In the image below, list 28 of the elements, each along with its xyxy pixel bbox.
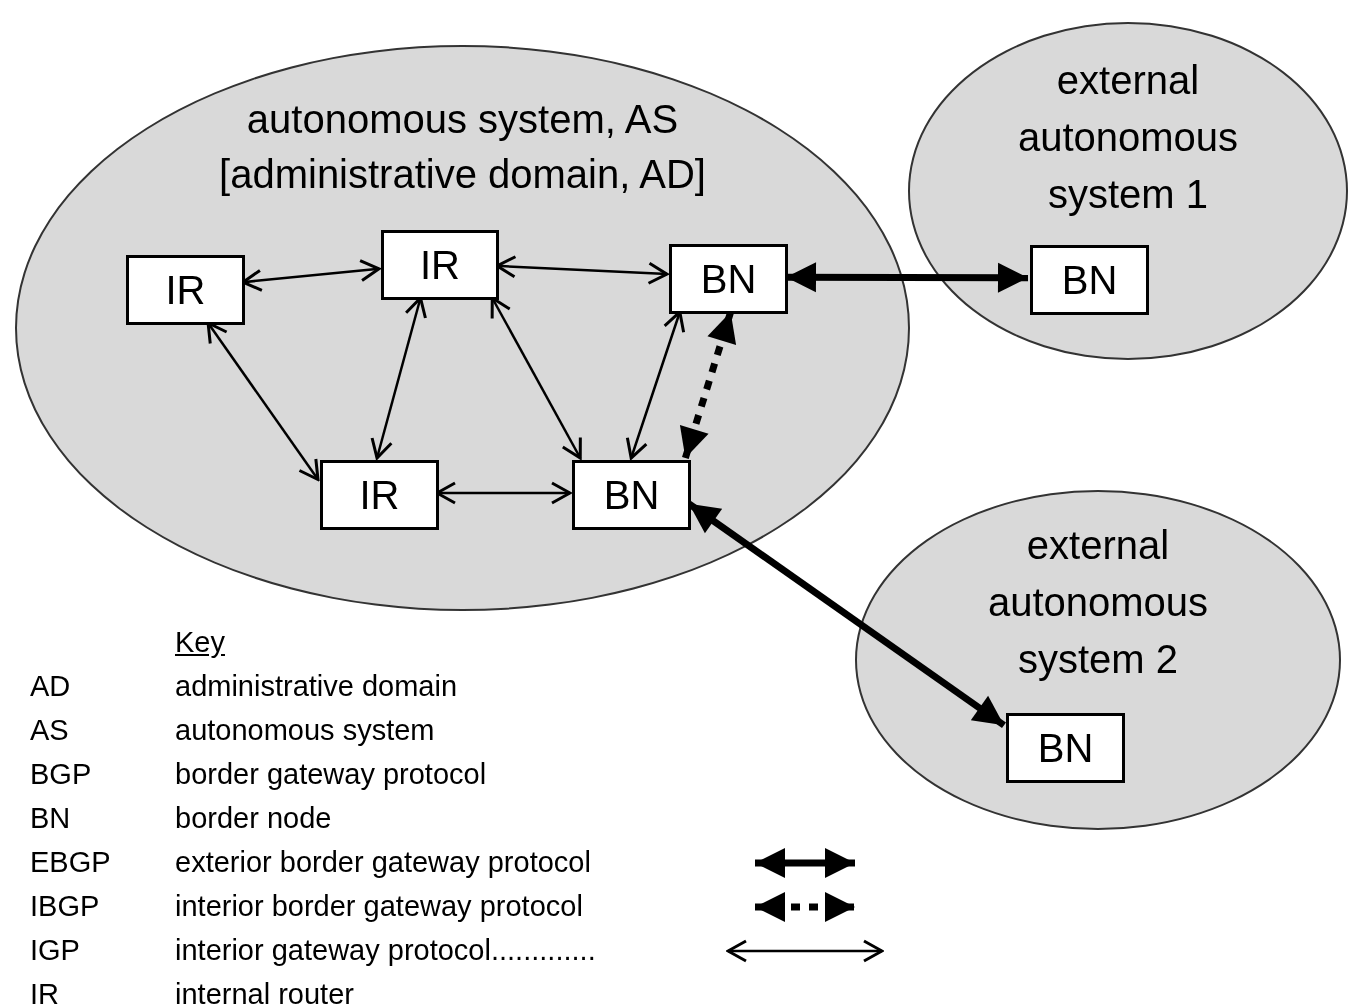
abbreviation: IR [30,977,59,1005]
abbreviation: IBGP [30,889,100,924]
abbreviation-meaning: administrative domain [175,669,458,704]
router-box: IR [320,460,439,530]
abbreviation: AS [30,713,69,748]
router-box: BN [669,244,788,314]
key-heading: Key [175,625,225,660]
abbreviation-meaning: interior border gateway protocol [175,889,583,924]
system-title: external autonomous system 1 [1016,57,1240,218]
router-box: BN [1030,245,1149,315]
abbreviation: BGP [30,757,92,792]
system-title: external autonomous system 2 [986,522,1210,683]
abbreviation: AD [30,669,71,704]
abbreviation-meaning: internal router [175,977,354,1005]
system-title: autonomous system, AS [administrative domain, AD] [218,96,707,198]
abbreviation: EBGP [30,845,111,880]
abbreviation-meaning: border node [175,801,332,836]
router-box: BN [1006,713,1125,783]
abbreviation-meaning: autonomous system [175,713,435,748]
abbreviation-meaning: interior gateway protocol............. [175,933,596,968]
abbreviation: IGP [30,933,80,968]
abbreviation: BN [30,801,71,836]
abbreviation-meaning: exterior border gateway protocol [175,845,591,880]
router-box: IR [126,255,245,325]
double-arrow [786,262,1028,293]
router-box: IR [381,230,499,300]
router-box: BN [572,460,691,530]
abbreviation-meaning: border gateway protocol [175,757,487,792]
